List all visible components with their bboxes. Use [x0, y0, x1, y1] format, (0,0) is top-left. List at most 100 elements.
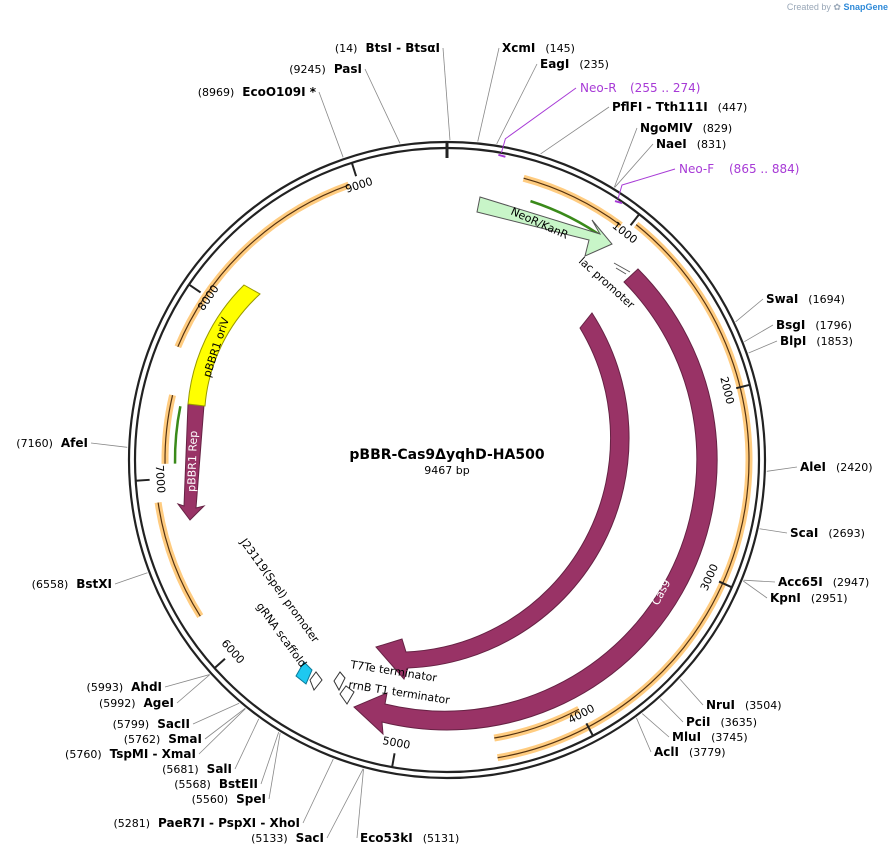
site-leader — [748, 340, 778, 354]
site-name: AclI — [654, 745, 679, 759]
site-name: SacI — [296, 831, 324, 845]
feature-pbbr1-oriv[interactable] — [187, 284, 261, 407]
site-name: KpnI — [770, 591, 801, 605]
feature-t7te-terminator[interactable] — [333, 671, 346, 692]
restriction-site[interactable]: BstXI(6558) — [32, 577, 112, 591]
site-position: (5131) — [423, 832, 460, 845]
site-name: SacII — [157, 717, 190, 731]
restriction-site[interactable]: BstEII(5568) — [174, 777, 258, 791]
restriction-site[interactable]: TspMI - XmaI(5760) — [65, 747, 196, 761]
primers-layer: Neo-R(255 .. 274) Neo-F(865 .. 884) — [498, 81, 799, 204]
site-leader — [614, 143, 654, 188]
restriction-site[interactable]: SpeI(5560) — [192, 792, 266, 806]
restriction-site[interactable]: BsgI (1796) — [776, 318, 852, 332]
credit-prefix: Created by — [786, 2, 831, 12]
restriction-site[interactable]: AhdI(5993) — [87, 680, 162, 694]
site-position: (3779) — [689, 746, 726, 759]
tick-label: 9000 — [344, 175, 375, 196]
site-leader — [192, 702, 240, 725]
site-position: (1796) — [815, 319, 852, 332]
feature-rrnb-terminator[interactable] — [339, 685, 355, 705]
tick-mark — [718, 580, 733, 589]
site-name: MluI — [672, 730, 701, 744]
restriction-site[interactable]: PaeR7I - PspXI - XhoI (5281) — [113, 816, 300, 830]
feature-grna-scaffold[interactable] — [295, 661, 313, 685]
site-leader — [356, 768, 364, 839]
site-position: (5762) — [124, 733, 161, 746]
tick-mark — [213, 658, 226, 669]
restriction-site[interactable]: EagI(235) — [540, 57, 609, 71]
site-name: NruI — [706, 698, 735, 712]
restriction-site[interactable]: BtsI - BtsαI(14) — [335, 41, 440, 55]
feature-lac-promoter[interactable] — [613, 262, 631, 275]
primer-leader — [500, 87, 577, 153]
site-leader — [540, 106, 610, 155]
restriction-site[interactable]: NruI(3504) — [706, 698, 782, 712]
restriction-site[interactable]: SwaI(1694) — [766, 292, 845, 306]
restriction-site[interactable]: Eco53kI(5131) — [360, 831, 459, 845]
restriction-site[interactable]: Acc65I(2947) — [778, 575, 869, 589]
credit-watermark: Created by ✿ SnapGene — [787, 2, 888, 13]
site-name: BsgI — [776, 318, 805, 332]
plasmid-name: pBBR-Cas9ΔyqhD-HA500 — [349, 447, 544, 463]
site-leader — [204, 707, 246, 740]
site-leader — [364, 68, 401, 144]
site-leader — [302, 758, 334, 824]
tick-label: 7000 — [153, 465, 168, 494]
orf-arc-core — [523, 177, 622, 226]
site-name: Acc65I — [778, 575, 823, 589]
restriction-site[interactable]: AgeI(5992) — [99, 696, 174, 710]
restriction-site[interactable]: SacI(5133) — [251, 831, 324, 845]
restriction-site[interactable]: PciI(3635) — [686, 715, 757, 729]
feature-j23119-promoter[interactable] — [309, 671, 323, 691]
restriction-site[interactable]: EcoO109I *(8969) — [198, 85, 317, 99]
site-leader — [679, 678, 704, 706]
primer[interactable]: Neo-R(255 .. 274) — [580, 81, 700, 95]
restriction-site[interactable]: ScaI(2693) — [790, 526, 865, 540]
primer[interactable]: Neo-F(865 .. 884) — [679, 162, 799, 176]
feature-neor[interactable] — [476, 196, 613, 257]
site-name: PasI — [334, 62, 362, 76]
restriction-site[interactable]: PasI (9245) — [289, 62, 362, 76]
site-leader — [442, 47, 451, 141]
site-leader — [743, 580, 768, 599]
restriction-site[interactable]: PflFI - Tth111I(447) — [612, 100, 747, 114]
restriction-site[interactable]: AleI(2420) — [800, 460, 873, 474]
site-leader — [114, 572, 148, 585]
restriction-site[interactable]: BlpI(1853) — [780, 334, 853, 348]
site-position: (9245) — [289, 63, 326, 76]
restriction-site[interactable]: NaeI(831) — [656, 137, 726, 151]
feature-cas9-outer[interactable] — [353, 268, 718, 736]
restriction-site[interactable]: SacII(5799) — [113, 717, 190, 731]
restriction-site[interactable]: NgoMIV(829) — [640, 121, 732, 135]
site-position: (3745) — [711, 731, 748, 744]
site-name: PaeR7I - PspXI - XhoI — [158, 816, 300, 830]
primer-name: Neo-F — [679, 162, 714, 176]
feature-pbbr1-rep[interactable] — [176, 403, 206, 521]
restriction-site[interactable]: XcmI(145) — [502, 41, 575, 55]
site-position: (5281) — [113, 817, 150, 830]
site-name: AleI — [800, 460, 826, 474]
site-leader — [198, 708, 246, 755]
site-name: AgeI — [144, 696, 174, 710]
site-position: (14) — [335, 42, 358, 55]
site-name: EcoO109I * — [242, 85, 316, 99]
tick-label: 8000 — [195, 283, 221, 313]
site-position: (3635) — [721, 716, 758, 729]
site-position: (7160) — [16, 437, 53, 450]
restriction-site[interactable]: AfeI(7160) — [16, 436, 88, 450]
feature-cas9-inner[interactable] — [375, 312, 630, 680]
restriction-site[interactable]: MluI (3745) — [672, 730, 748, 744]
site-leader — [759, 528, 788, 534]
restriction-site[interactable]: SmaI(5762) — [124, 732, 202, 746]
site-name: NgoMIV — [640, 121, 693, 135]
center-label: pBBR-Cas9ΔyqhD-HA500 9467 bp — [349, 447, 544, 477]
restriction-site[interactable]: AclI (3779) — [654, 745, 726, 759]
restriction-site[interactable]: KpnI(2951) — [770, 591, 847, 605]
site-name: NaeI — [656, 137, 687, 151]
site-position: (447) — [718, 101, 748, 114]
site-leader — [234, 718, 260, 770]
site-leader — [641, 713, 670, 738]
primer-name: Neo-R — [580, 81, 617, 95]
restriction-site[interactable]: SalI(5681) — [162, 762, 232, 776]
